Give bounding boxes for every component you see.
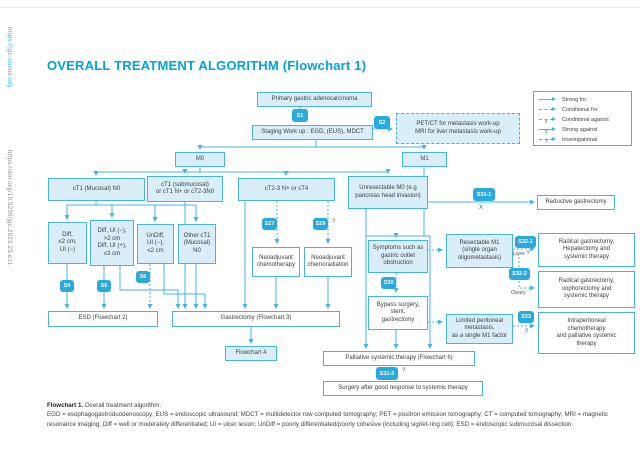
- node-m0: M0: [175, 152, 225, 167]
- node-resectable-m1: Resectable M1 (single organ oligometasta…: [446, 234, 513, 268]
- recommendation-legend: Strong for Conditional for x Conditional…: [533, 91, 632, 146]
- legend-row-investigational: ? Investigational: [539, 135, 631, 145]
- strong-against-x-mark: X: [479, 205, 484, 211]
- badge-s32-1: S32-1: [515, 236, 536, 248]
- legend-row-conditional-for: Conditional for: [539, 105, 631, 115]
- node-petct-mri-workup: PET/CT for metastasis work-up MRI for li…: [396, 113, 520, 144]
- node-neoadjuvant-chemoradiation: Neoadjuvant chemoradiation: [304, 247, 352, 277]
- solid-arrow-icon: [539, 96, 559, 104]
- node-surgery-after-response: Surgery after good response to systemic …: [323, 381, 483, 396]
- caption-figure-title: Overall treatment algorithm.: [83, 402, 162, 409]
- sidebar-journal-url[interactable]: https://jgc-online.org: [6, 27, 12, 88]
- ovary-label: Ovary: [511, 290, 526, 296]
- legend-row-strong-against: x Strong against: [539, 125, 631, 135]
- node-unresectable-m0: Unresectable M0 (e.g pancreas head invas…: [348, 176, 428, 209]
- node-other-ct1-mucosal: Other cT1 (Mucosal) N0: [178, 224, 216, 264]
- dashed-arrow-x-icon: x: [539, 116, 559, 124]
- s33-question-mark: ?: [525, 329, 529, 335]
- node-esd-flowchart2: ESD (Flowchart 2): [48, 311, 158, 327]
- badge-s1: S1: [292, 109, 308, 122]
- page-title: OVERALL TREATMENT ALGORITHM (Flowchart 1…: [47, 58, 367, 73]
- legend-row-strong-for: Strong for: [539, 95, 631, 105]
- sidebar-doi-url[interactable]: https://doi.org/10.5230/jgc.2023.23.e11: [6, 150, 12, 266]
- page-top-rule: [0, 7, 640, 8]
- legend-row-conditional-against: x Conditional against: [539, 115, 631, 125]
- node-symptoms-obstruction: Symptoms such as gastric outlet obstruct…: [368, 240, 428, 273]
- badge-s31-1: S31-1: [473, 188, 495, 201]
- node-limited-peritoneal-metastasis: Limited peritoneal metastasis, as a sing…: [446, 314, 513, 344]
- badge-s5: S5: [97, 280, 111, 292]
- node-bypass-stent-gastrectomy: Bypass surgery, stent, gastrectomy: [368, 296, 428, 330]
- liver-label: Liver ?: [513, 251, 530, 257]
- badge-s2: S2: [374, 116, 390, 129]
- node-ct1-mucosal-n0: cT1 (Mucosal) N0: [48, 178, 145, 201]
- caption-figure-number: Flowchart 1.: [47, 402, 84, 409]
- node-radical-gastrectomy-oophorectomy: Radical gastrectomy, oophorectomy and sy…: [538, 271, 635, 308]
- node-esd-criteria-expanded: Diff, UI (−), >2 cm Diff, UI (+), ≤3 cm: [90, 220, 134, 266]
- node-gastrectomy-flowchart3: Gastrectomy (Flowchart 3): [172, 311, 340, 327]
- node-flowchart4: Flowchart 4: [225, 346, 277, 361]
- node-radical-gastrectomy-hepatectomy: Radical gastrectomy, Hepatectomy and sys…: [538, 233, 635, 267]
- node-esd-criteria-undiff: UnDiff, UI (−), ≤2 cm: [137, 224, 174, 264]
- badge-s32-2: S32-2: [509, 268, 530, 280]
- node-ct1-submucosal: cT1 (submucosal) or cT1 N+ or cT2-3N0: [147, 176, 223, 202]
- node-neoadjuvant-chemotherapy: Neoadjuvant chemotherapy: [252, 247, 300, 277]
- node-esd-criteria-diff-le2cm: Diff, ≤2 cm, UI (−): [48, 222, 87, 264]
- node-m1: M1: [402, 152, 447, 167]
- s29-question-mark: ?: [332, 219, 336, 225]
- badge-s27: S27: [262, 218, 277, 230]
- badge-s6: S6: [136, 271, 150, 283]
- node-reductive-gastrectomy: Reductive gastrectomy: [537, 195, 615, 210]
- solid-arrow-x-icon: x: [539, 126, 559, 134]
- badge-s31-2: S31-2: [376, 367, 398, 380]
- node-primary-gastric-adenocarcinoma: Primary gastric adenocarcinoma: [257, 92, 372, 107]
- node-intraperitoneal-chemotherapy: Intraperitoneal chemotherapy and palliat…: [538, 312, 635, 354]
- node-palliative-systemic-therapy: Palliative systemic therapy (Flowchart 6…: [323, 351, 475, 366]
- s31-2-question-mark: ?: [402, 368, 406, 374]
- node-ct23-n-plus-or-ct4: cT2-3 N+ or cT4: [238, 178, 335, 201]
- badge-s33: S33: [518, 311, 534, 323]
- dashed-arrow-icon: [539, 106, 559, 114]
- badge-s29: S29: [313, 218, 328, 230]
- badge-s4: S4: [60, 280, 74, 292]
- node-staging-workup: Staging Work up : EGD, (EUS), MDCT: [252, 125, 373, 140]
- dashed-arrow-question-icon: ?: [539, 136, 559, 144]
- figure-caption: Flowchart 1. Overall treatment algorithm…: [47, 402, 625, 429]
- caption-abbreviations: EGD = esophagogastroduodenoscopy; EUS = …: [47, 411, 608, 428]
- badge-s30: S30: [381, 277, 396, 289]
